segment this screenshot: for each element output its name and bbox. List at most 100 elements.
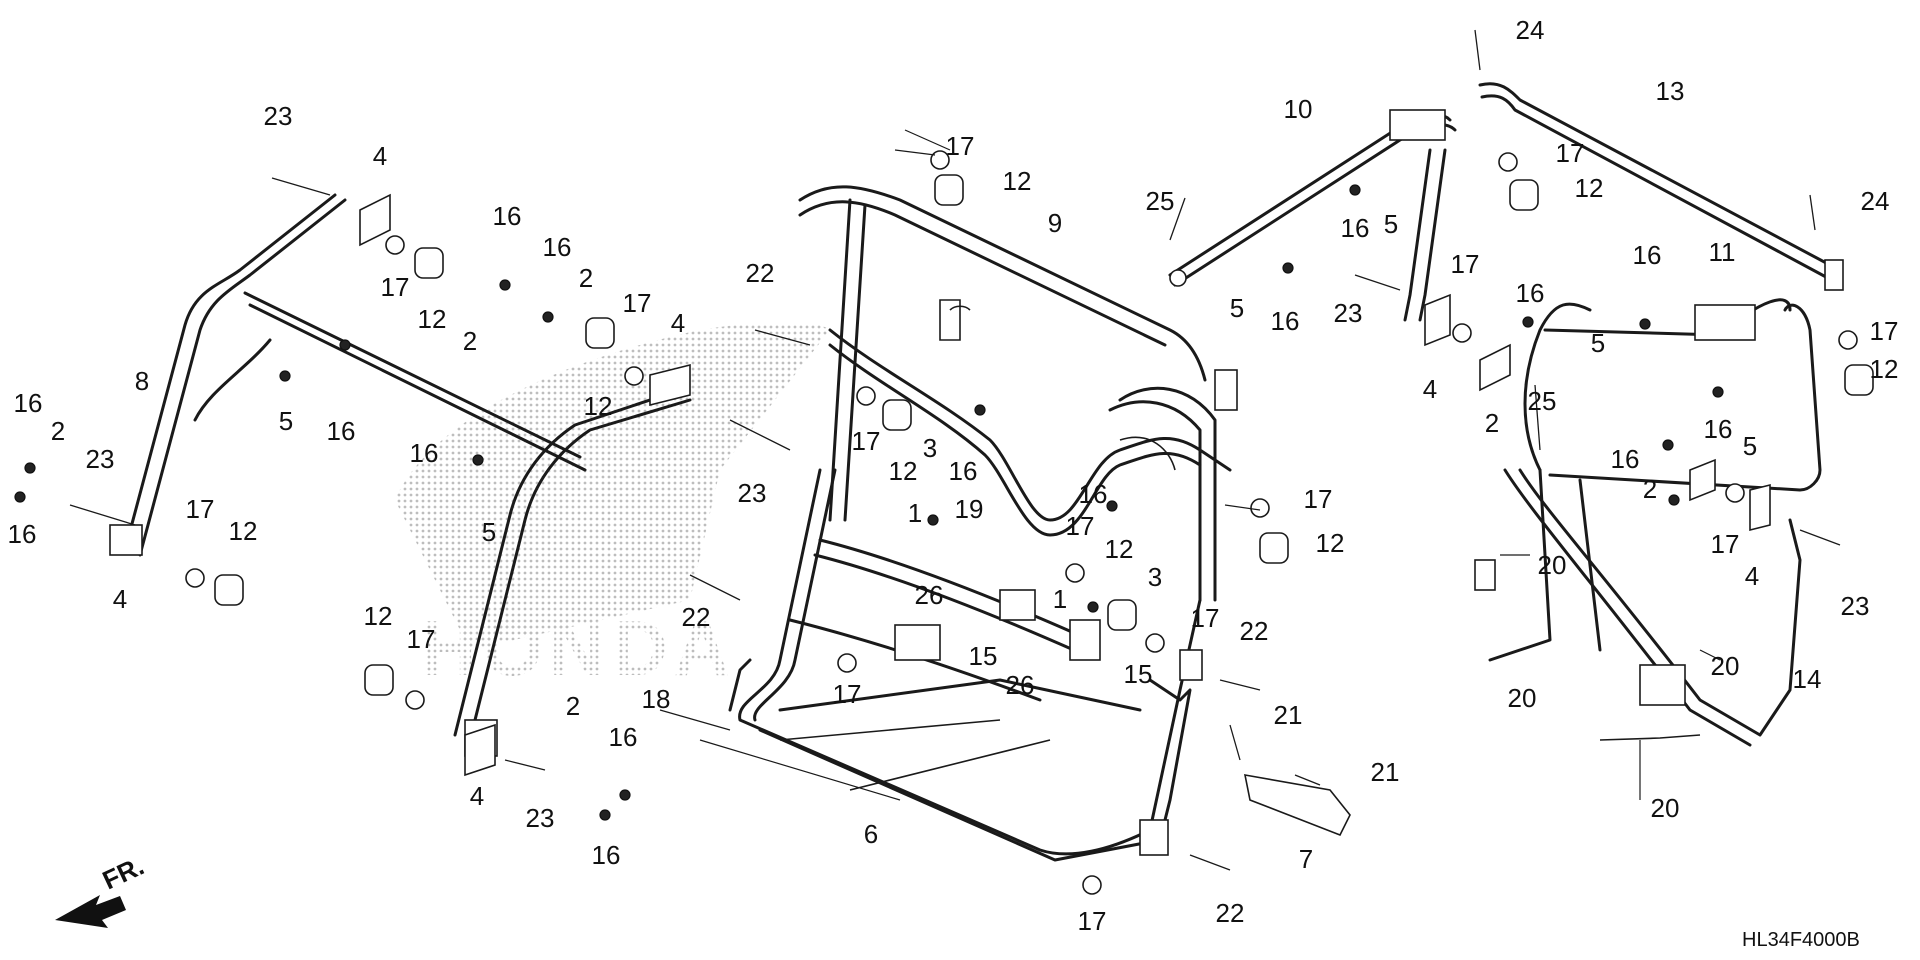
callout-label: 4 — [373, 141, 387, 171]
callout-label: 17 — [833, 679, 862, 709]
callout-label: 4 — [113, 584, 127, 614]
callout-label: 23 — [264, 101, 293, 131]
callout-label: 23 — [738, 478, 767, 508]
callout-label: 22 — [746, 258, 775, 288]
callout-label: 17 — [623, 288, 652, 318]
small-parts — [14, 29, 1874, 895]
callout-label: 18 — [642, 684, 671, 714]
callout-label: 17 — [381, 272, 410, 302]
callout-label: 16 — [609, 722, 638, 752]
callout-label: 8 — [135, 366, 149, 396]
callout-label: 23 — [526, 803, 555, 833]
callout-label: 17 — [852, 426, 881, 456]
callout-label: 25 — [1146, 186, 1175, 216]
callout-label: 4 — [470, 781, 484, 811]
callout-label: 16 — [1633, 240, 1662, 270]
callout-label: 24 — [1516, 15, 1545, 45]
callout-label: 12 — [584, 391, 613, 421]
callout-label: 16 — [327, 416, 356, 446]
callout-label: 16 — [592, 840, 621, 870]
callout-label: 21 — [1371, 757, 1400, 787]
callout-label: 2 — [566, 691, 580, 721]
callout-label: 16 — [14, 388, 43, 418]
front-indicator-label: FR. — [98, 851, 149, 896]
callout-label: 9 — [1048, 208, 1062, 238]
callout-label: 24 — [1861, 186, 1890, 216]
callout-label: 2 — [579, 263, 593, 293]
callout-label: 12 — [889, 456, 918, 486]
center-frame-9 — [798, 185, 1238, 602]
callout-label: 16 — [493, 201, 522, 231]
callout-label: 2 — [1643, 474, 1657, 504]
callout-label: 12 — [229, 516, 258, 546]
callout-label: 16 — [1704, 414, 1733, 444]
callout-label: 13 — [1656, 76, 1685, 106]
callout-label: 19 — [955, 494, 984, 524]
callout-label: 16 — [410, 438, 439, 468]
callout-label: 17 — [946, 131, 975, 161]
callout-label: 12 — [418, 304, 447, 334]
callout-label: 17 — [1066, 511, 1095, 541]
callout-label: 7 — [1299, 844, 1313, 874]
callout-label: 5 — [1743, 431, 1757, 461]
callout-label: 12 — [1870, 354, 1899, 384]
callout-label: 16 — [543, 232, 572, 262]
callout-label: 17 — [407, 624, 436, 654]
callout-label: 3 — [1148, 562, 1162, 592]
callout-label: 5 — [482, 517, 496, 547]
callout-label: 17 — [1304, 484, 1333, 514]
callout-label: 17 — [1451, 249, 1480, 279]
callout-label: 12 — [364, 601, 393, 631]
callout-label: 20 — [1711, 651, 1740, 681]
callout-label: 16 — [1079, 479, 1108, 509]
callout-label: 20 — [1538, 550, 1567, 580]
callout-label: 1 — [1053, 584, 1067, 614]
callout-label: 17 — [1191, 603, 1220, 633]
callout-label: 12 — [1003, 166, 1032, 196]
callout-label: 5 — [279, 406, 293, 436]
callout-label: 6 — [864, 819, 878, 849]
callout-label: 4 — [1745, 561, 1759, 591]
callout-label: 4 — [1423, 374, 1437, 404]
callout-label: 12 — [1105, 534, 1134, 564]
callout-label: 12 — [1316, 528, 1345, 558]
callout-label: 3 — [923, 433, 937, 463]
callout-label: 26 — [1006, 670, 1035, 700]
callout-label: 20 — [1651, 793, 1680, 823]
svg-text:HONDA: HONDA — [420, 604, 736, 692]
callout-label: 22 — [1240, 616, 1269, 646]
callout-label: 23 — [86, 444, 115, 474]
callout-label: 1 — [908, 498, 922, 528]
callout-label: 17 — [1556, 138, 1585, 168]
callout-label: 17 — [1078, 906, 1107, 936]
front-arrow-icon — [55, 895, 126, 928]
callout-label: 14 — [1793, 664, 1822, 694]
callout-label: 16 — [8, 519, 37, 549]
callout-label: 12 — [1575, 173, 1604, 203]
rear-frame-11-14 — [1474, 298, 1822, 747]
callout-label: 4 — [671, 308, 685, 338]
callout-label: 23 — [1841, 591, 1870, 621]
callout-label: 5 — [1591, 328, 1605, 358]
callout-label: 17 — [1870, 316, 1899, 346]
callout-label: 16 — [1516, 278, 1545, 308]
rear-top-bar-13 — [1478, 82, 1844, 291]
lower-frame-6 — [728, 468, 1203, 862]
callout-label: 16 — [1271, 306, 1300, 336]
callout-label: 22 — [682, 602, 711, 632]
callout-label: 26 — [915, 580, 944, 610]
callout-label: 10 — [1284, 94, 1313, 124]
honda-watermark-logo: HONDA — [395, 322, 830, 692]
callout-label: 2 — [51, 416, 65, 446]
callout-label: 22 — [1216, 898, 1245, 928]
callout-label: 17 — [186, 494, 215, 524]
callout-label: 21 — [1274, 700, 1303, 730]
callout-label: 2 — [1485, 408, 1499, 438]
callout-label: 11 — [1709, 237, 1736, 267]
callout-label: 17 — [1711, 529, 1740, 559]
callout-label: 5 — [1230, 293, 1244, 323]
callout-label: 15 — [1124, 659, 1153, 689]
callout-label: 20 — [1508, 683, 1537, 713]
